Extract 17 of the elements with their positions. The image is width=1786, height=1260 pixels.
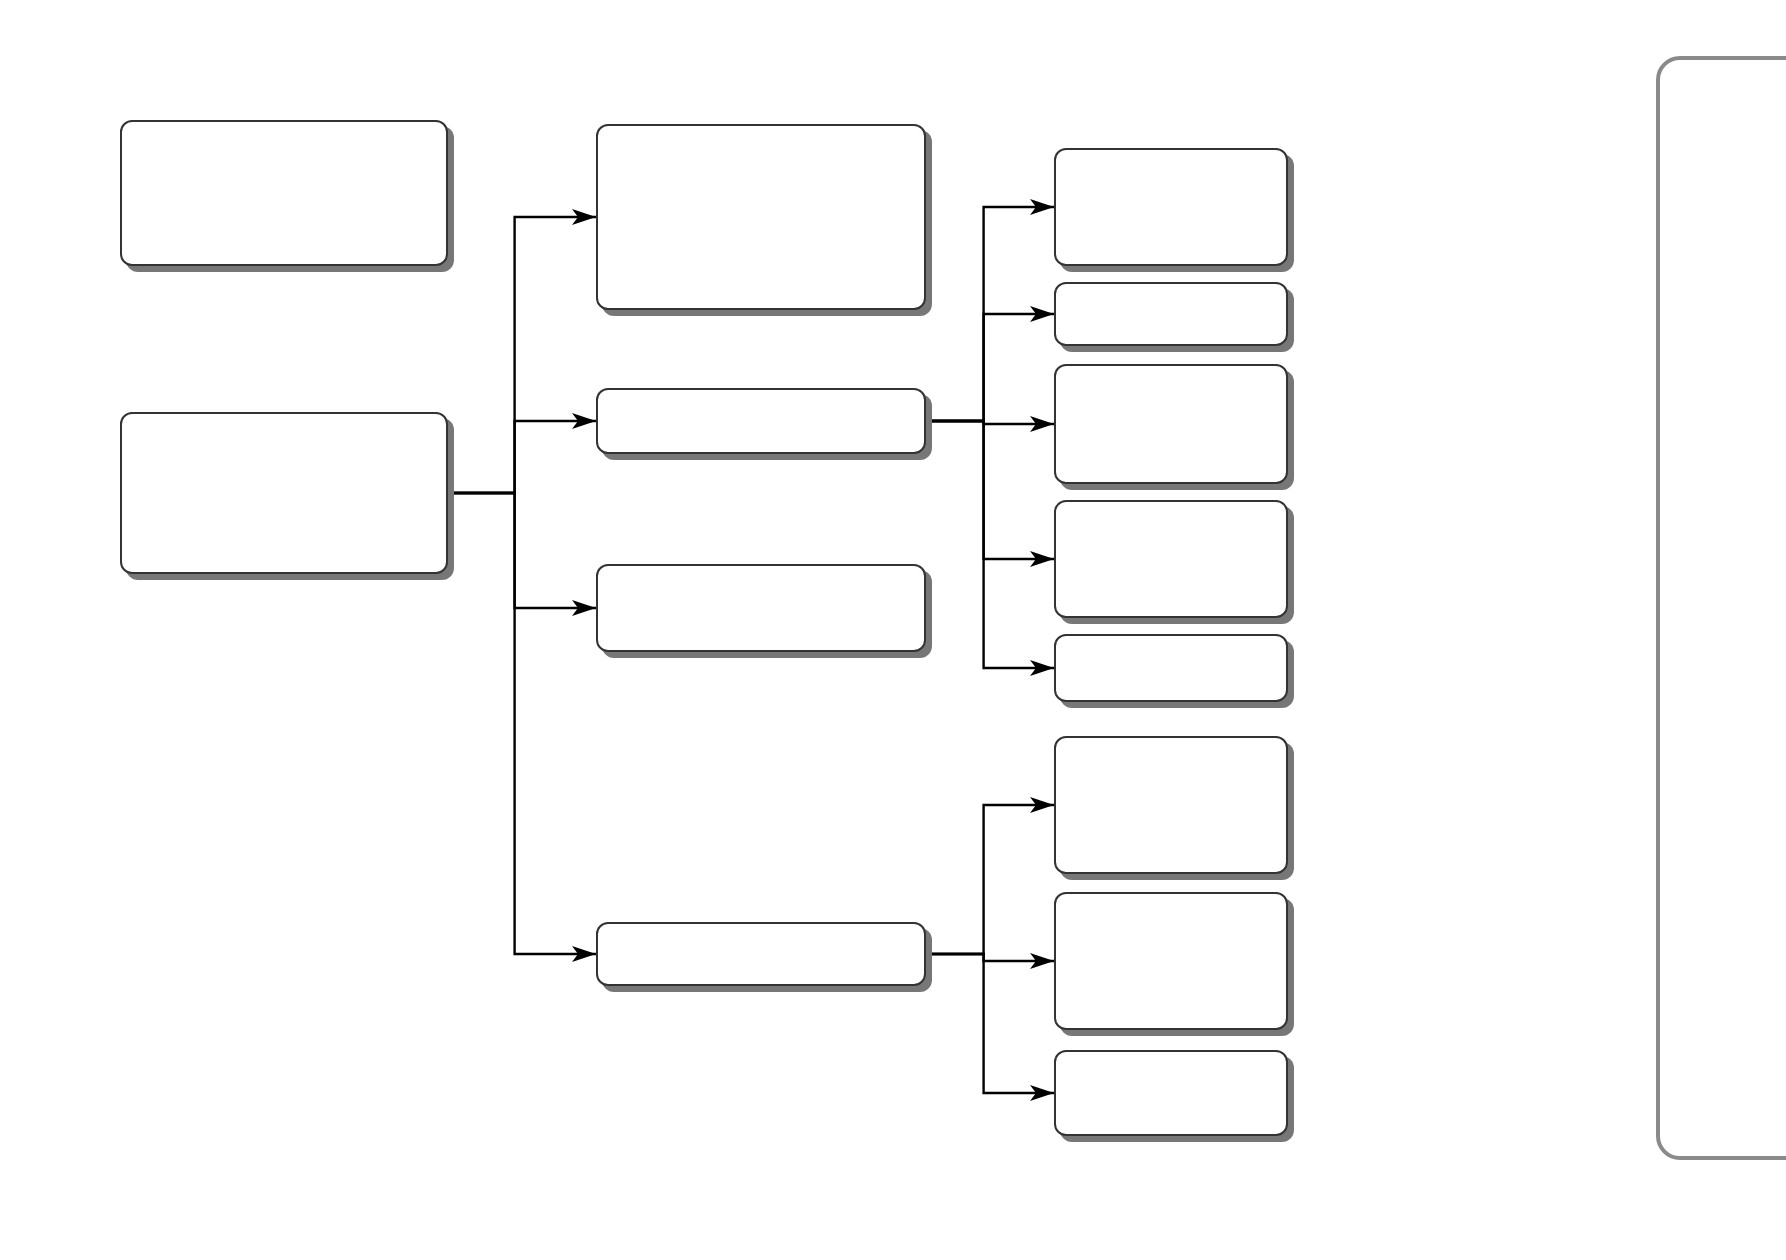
empty-box (1054, 282, 1288, 346)
arrow (926, 419, 1054, 676)
empty-box (1054, 892, 1288, 1030)
empty-box (1054, 364, 1288, 484)
arrow (926, 952, 1054, 1101)
empty-box (1054, 148, 1288, 266)
empty-box (1054, 500, 1288, 618)
empty-box (596, 922, 926, 986)
empty-box (120, 412, 448, 574)
empty-box (1054, 736, 1288, 874)
arrow (448, 491, 596, 962)
empty-box (1054, 1050, 1288, 1136)
empty-box (1054, 634, 1288, 702)
empty-box (596, 388, 926, 454)
empty-box (596, 124, 926, 310)
empty-box (120, 120, 448, 266)
empty-box (596, 564, 926, 652)
